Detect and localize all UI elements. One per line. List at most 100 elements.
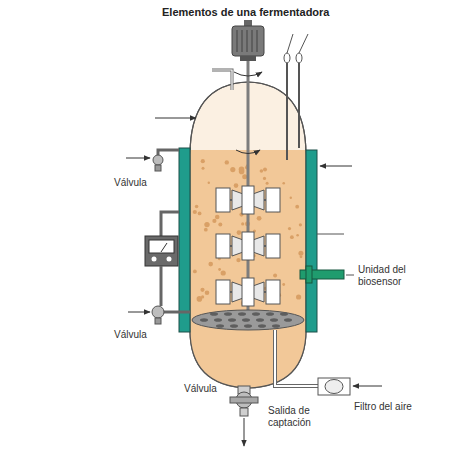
impeller-blade [266,280,280,304]
cell-dot [204,228,208,232]
harvest-outlet [230,386,258,446]
cell-dot [201,159,205,163]
top-inlet [155,70,232,118]
gauge-knob [152,257,157,262]
cell-dot [234,183,239,188]
cell-dot [296,234,299,237]
air-pipe-inner [275,330,318,386]
inlet-arrow [155,118,196,119]
cell-dot [282,283,285,286]
cell-dot [239,167,245,173]
cell-dot [204,222,209,227]
cell-dot [300,255,303,258]
part-label: Filtro del aire [354,401,412,413]
cell-dot [257,216,262,221]
impeller [216,232,280,260]
cell-dot [201,295,204,298]
cell-dot [237,230,242,235]
impeller-blade [242,278,254,306]
cell-dot [290,235,294,239]
sparger-hole [256,318,264,322]
cell-dot [212,219,216,223]
rotation-arrow [236,150,260,154]
cell-dot [193,270,197,274]
air-pipe [275,330,318,386]
valve-body [152,306,164,318]
motor-body [232,26,264,56]
sparger-hole [228,318,236,322]
jacket-right [306,150,317,332]
cell-dot [218,268,221,271]
biosensor-probe [306,266,312,283]
gauge-needle [161,243,167,252]
cell-dot [290,197,292,199]
part-label: Válvula [114,329,147,341]
air-in-arrow [353,386,382,387]
sparger-hole [280,312,288,316]
sparger-hole [200,318,208,322]
right-fittings [300,166,354,283]
gauge-box [145,236,178,266]
air-filter-core [325,380,343,394]
sparger-hole [242,318,250,322]
part-label: Unidad del biosensor [358,264,418,288]
broth-fill [185,150,315,395]
cell-dot [242,174,247,179]
outlet-valve-handle [230,397,258,403]
gauge-pipe [161,212,179,236]
probe-head [296,53,302,63]
cell-dot [236,258,240,262]
cell-dot [218,223,222,227]
motor-base [240,56,256,61]
cell-dot [215,215,220,220]
pressure-gauge [145,212,179,306]
sparger-hole [210,312,218,316]
cell-dot [195,205,199,209]
sparger-hole [252,312,260,316]
jacket-left [179,148,190,332]
probe-wire [299,34,308,53]
motor-fins [237,30,257,52]
cell-dot [266,182,269,185]
coolant-arrow [320,166,352,167]
sparger-hole [272,324,280,328]
rotation-arrow [234,72,262,76]
sparger-plate [192,310,304,330]
cell-dot [263,177,266,180]
valve-stem [155,165,161,171]
impeller-blade [216,188,230,212]
impeller-blade [242,232,254,260]
part-label: Salida de captación [268,405,324,429]
impeller-blade [216,280,230,304]
cell-dot [202,167,205,170]
part-label: Válvula [184,383,217,395]
cell-dot [299,223,302,226]
cell-dot [296,294,301,299]
feed-pipe [161,311,190,314]
motor-cap [244,20,252,26]
sparger-hole [284,318,292,322]
cell-dot [263,168,267,172]
cell-dot [273,273,277,277]
feed-arrow [126,158,150,159]
sparger-hole [216,324,224,328]
impeller-blade [266,234,280,258]
gauge-dial [149,240,174,253]
sparger-hole [230,324,238,328]
cell-dot [260,169,264,173]
inlet-pipe [212,70,232,90]
feed-arrow [128,312,150,313]
cell-dot [295,205,299,209]
cell-dot [225,160,229,164]
agitator-motor [232,20,264,312]
sparger-hole [224,312,232,316]
impeller-blade [242,186,254,214]
impeller [216,186,280,214]
sparger-hole [270,318,278,322]
air-filter [318,378,350,395]
sparger-holes [200,312,292,328]
left-valve-lower [128,306,190,324]
impeller-blade [266,188,280,212]
probe-wire [287,34,293,53]
cell-dot [241,222,244,225]
